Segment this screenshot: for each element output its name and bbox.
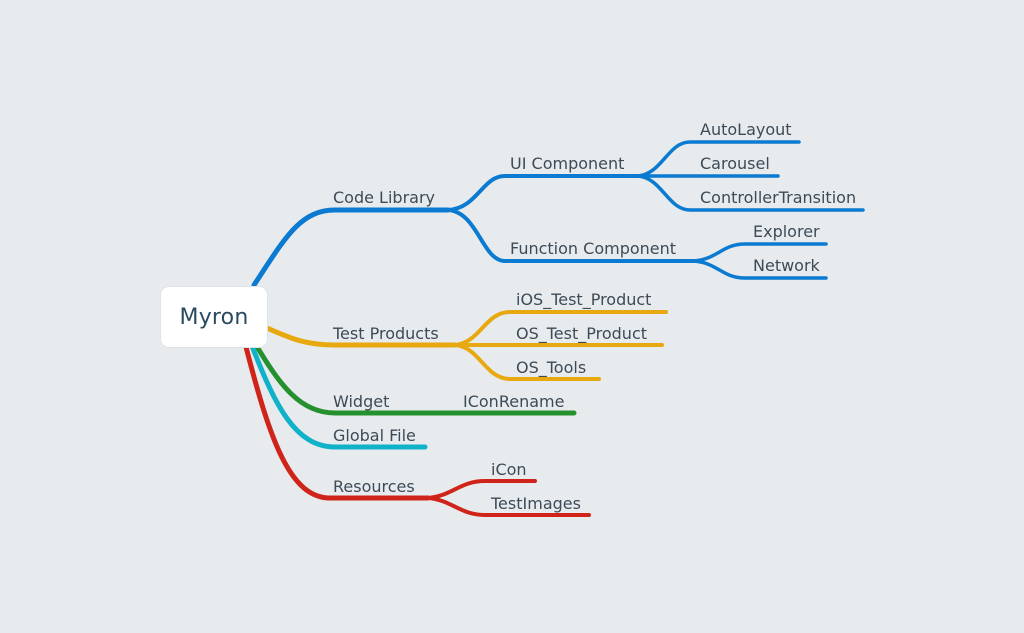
node-resources[interactable]: Resources <box>333 477 415 496</box>
root-node-label: Myron <box>179 304 249 330</box>
connector-explorer <box>692 242 828 263</box>
connector-global-file <box>249 343 428 450</box>
connector-icon <box>426 479 537 500</box>
node-os-test-product[interactable]: OS_Test_Product <box>516 324 648 343</box>
node-ios-test-product[interactable]: iOS_Test_Product <box>516 290 652 309</box>
node-carousel[interactable]: Carousel <box>700 154 770 173</box>
node-network[interactable]: Network <box>753 256 820 275</box>
connector-function-component <box>446 208 696 263</box>
connector-network <box>692 259 828 280</box>
node-ui-component[interactable]: UI Component <box>510 154 625 173</box>
node-testimages[interactable]: TestImages <box>491 494 581 513</box>
node-icon[interactable]: iCon <box>491 460 527 479</box>
connector-widget <box>253 342 577 416</box>
node-widget[interactable]: Widget <box>333 392 390 411</box>
connector-resources <box>243 344 431 501</box>
node-explorer[interactable]: Explorer <box>753 222 820 241</box>
node-controller-transition[interactable]: ControllerTransition <box>700 188 857 207</box>
connector-os-tools <box>453 343 601 381</box>
node-function-component[interactable]: Function Component <box>510 239 677 258</box>
connector-testimages <box>426 496 591 517</box>
connector-test-products <box>264 325 458 348</box>
connector-code-library <box>251 207 451 288</box>
node-global-file[interactable]: Global File <box>333 426 416 445</box>
node-os-tools[interactable]: OS_Tools <box>516 358 587 377</box>
node-test-products[interactable]: Test Products <box>333 324 439 343</box>
node-code-library[interactable]: Code Library <box>333 188 435 207</box>
root-node[interactable]: Myron <box>161 287 267 347</box>
node-iconrename[interactable]: IConRename <box>463 392 565 411</box>
connector-controller-transition <box>636 174 865 212</box>
connector-ui-component <box>446 174 640 212</box>
node-autolayout[interactable]: AutoLayout <box>700 120 792 139</box>
